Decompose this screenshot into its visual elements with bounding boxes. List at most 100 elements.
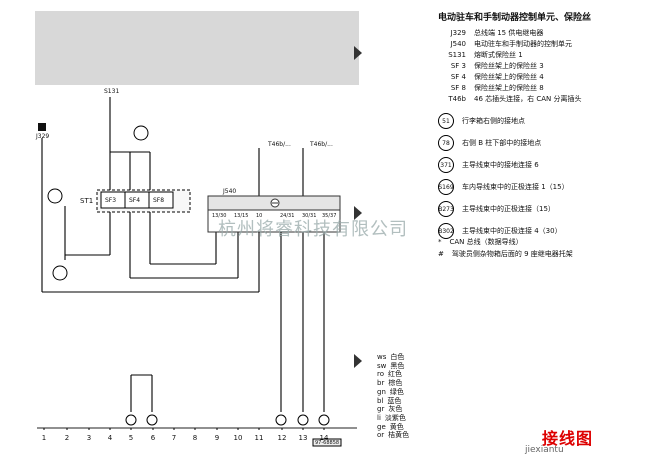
footnote-mark: * xyxy=(438,238,442,246)
definition-row: SF 3 保险丝架上的保险丝 3 xyxy=(438,61,582,72)
footnotes: * CAN 总线（数据导线） #驾驶员侧杂物箱后面的 9 座继电器托架 xyxy=(438,236,573,260)
connector-label: 24/31 xyxy=(280,213,295,219)
definition-row: T46b 46 芯插头连接，右 CAN 分离插头 xyxy=(438,94,582,105)
tick-label: 4 xyxy=(107,434,113,442)
definition-code: J329 xyxy=(450,29,466,37)
definition-row: SF 8 保险丝架上的保险丝 8 xyxy=(438,83,582,94)
color-name: 淡紫色 xyxy=(384,413,406,422)
tick-label: 2 xyxy=(64,434,70,442)
color-name: 白色 xyxy=(390,353,405,361)
circle-text: 主导线束中的接地连接 6 xyxy=(462,161,539,169)
color-name: 黑色 xyxy=(390,361,405,370)
definition-code: T46b xyxy=(448,95,466,103)
color-name: 棕色 xyxy=(388,379,403,388)
color-name: 桔黄色 xyxy=(388,431,410,440)
connector-label: 30/31 xyxy=(302,213,317,219)
circle-badge: 371 xyxy=(438,157,454,173)
circle-legend: 51 行李箱右侧的接地点 78 右侧 B 柱下部中的接地点 371 主导线束中的接地连… xyxy=(438,110,638,242)
color-code: li xyxy=(377,413,381,422)
s131-label: S131 xyxy=(104,88,120,95)
circle-legend-item: 51 行李箱右侧的接地点 xyxy=(438,110,638,132)
definition-text: 保险丝架上的保险丝 3 xyxy=(474,62,544,70)
circle-text: 右侧 B 柱下部中的接地点 xyxy=(462,139,542,147)
definition-code: SF 8 xyxy=(450,84,466,92)
circle-badge: 78 xyxy=(438,135,454,151)
definition-text: 保险丝架上的保险丝 8 xyxy=(474,84,544,92)
tick-label: 11 xyxy=(254,434,264,442)
fuse-label: SF3 xyxy=(105,197,117,204)
color-code: ge xyxy=(377,422,386,431)
color-code: sw xyxy=(377,361,387,370)
watermark: 杭州将睿科技有限公司 xyxy=(218,219,408,240)
footnote-row: #驾驶员侧杂物箱后面的 9 座继电器托架 xyxy=(438,248,573,260)
tick-label: 9 xyxy=(214,434,220,442)
circle-legend-item: 78 右侧 B 柱下部中的接地点 xyxy=(438,132,638,154)
tick-label: 14 xyxy=(319,434,329,442)
definition-code: S131 xyxy=(448,51,466,59)
footnote-text: CAN 总线（数据导线） xyxy=(449,238,523,246)
legend-title: 电动驻车和手制动器控制单元、保险丝 xyxy=(438,13,592,23)
connector-label: 35/37 xyxy=(322,213,337,219)
connector-label: 10 xyxy=(256,213,263,219)
circle-text: 行李箱右侧的接地点 xyxy=(462,117,525,125)
definition-text: 总线端 15 供电继电器 xyxy=(474,29,544,37)
definition-text: 熔断式保险丝 1 xyxy=(474,51,523,59)
tick-label: 8 xyxy=(192,434,198,442)
fuse-label: SF8 xyxy=(153,197,165,204)
color-name: 蓝色 xyxy=(387,396,402,405)
circle-badge: 51 xyxy=(438,113,454,129)
tick-label: 1 xyxy=(41,434,47,442)
definition-code: SF 4 xyxy=(450,73,466,81)
fuse-label: SF4 xyxy=(129,197,141,204)
circle-text: 主导线束中的正极连接（15） xyxy=(462,205,555,213)
header-gray-box xyxy=(35,11,359,85)
footnote-row: * CAN 总线（数据导线） xyxy=(438,236,573,248)
color-code: gr xyxy=(377,405,385,414)
circle-badge: B302 xyxy=(438,223,454,239)
right-arrow-icon xyxy=(354,354,362,368)
color-name: 红色 xyxy=(388,370,403,379)
tick-label: 12 xyxy=(277,434,287,442)
j540-label: J540 xyxy=(223,188,237,195)
tick-label: 6 xyxy=(150,434,156,442)
circle-legend-item: 371 主导线束中的接地连接 6 xyxy=(438,154,638,176)
definition-code: SF 3 xyxy=(450,62,466,70)
t46b-label-a: T46b/... xyxy=(268,141,291,148)
color-code: bl xyxy=(377,396,384,405)
diagram-code: 97-68858 xyxy=(315,440,340,446)
circle-badge: S169 xyxy=(438,179,454,195)
tick-label: 10 xyxy=(233,434,243,442)
site-url: jiexiantu xyxy=(525,445,564,455)
tick-label: 7 xyxy=(171,434,177,442)
circle-badge: B273 xyxy=(438,201,454,217)
definition-code: J540 xyxy=(450,40,466,48)
site-logo: 接线图 xyxy=(542,429,594,448)
color-name: 黄色 xyxy=(389,422,404,431)
tick-label: 3 xyxy=(86,434,92,442)
definition-text: 46 芯插头连接，右 CAN 分离插头 xyxy=(474,95,582,103)
right-arrow-icon xyxy=(354,46,362,60)
color-name: 灰色 xyxy=(388,405,403,414)
definition-row: J329 总线端 15 供电继电器 xyxy=(438,28,582,39)
connector-label: 13/30 xyxy=(212,213,227,219)
connector-label: 13/15 xyxy=(234,213,249,219)
color-code: ws xyxy=(377,353,387,361)
tick-label: 13 xyxy=(298,434,308,442)
tick-label: 5 xyxy=(128,434,134,442)
color-code: gn xyxy=(377,387,386,396)
